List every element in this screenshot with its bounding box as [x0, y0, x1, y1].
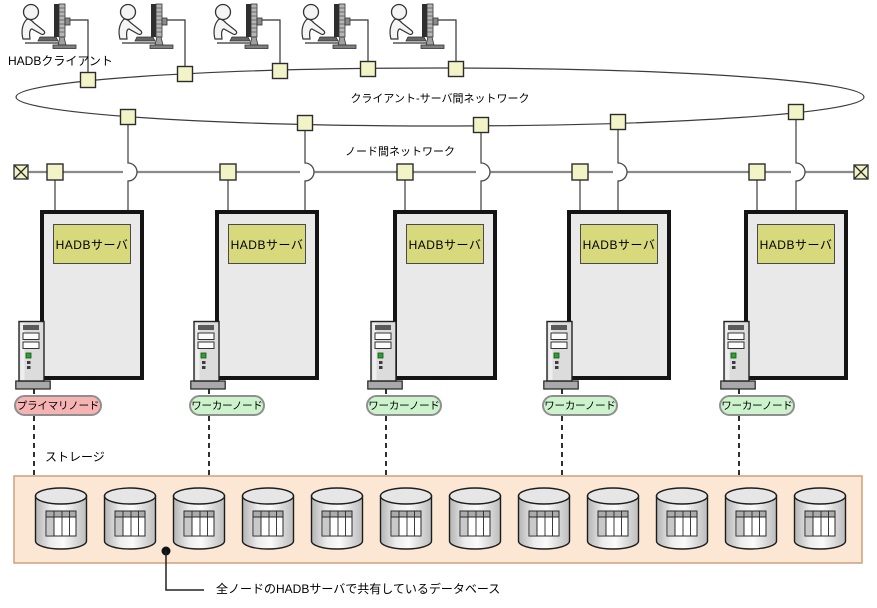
inter-node-network-label: ノード間ネットワーク	[345, 146, 455, 158]
storage-label: ストレージ	[45, 450, 105, 464]
hadb-client-label: HADBクライアント	[8, 54, 113, 68]
network-connector-square	[46, 163, 64, 181]
network-connector-square	[748, 163, 766, 181]
network-connector-square	[79, 71, 97, 89]
ellipse-to-server-line-hop	[795, 119, 806, 210]
network-connector-square	[571, 163, 589, 181]
inter-node-connector-squares	[46, 163, 766, 181]
network-terminators	[13, 164, 869, 180]
server-network-connector-squares	[119, 103, 805, 134]
ellipse-to-server-line-hop	[480, 132, 491, 210]
network-connector-square	[447, 60, 465, 78]
worker-node-badge: ワーカーノード	[542, 395, 618, 416]
network-connector-square	[296, 114, 314, 132]
server-label: HADBサーバ	[580, 224, 658, 264]
server-label: HADBサーバ	[757, 224, 835, 264]
network-connector-square	[787, 103, 805, 121]
server-box-worker: HADBサーバ	[215, 210, 319, 380]
client-network-connector-squares	[79, 60, 465, 89]
client-server-network-ellipse	[15, 67, 865, 127]
server-tower-icon	[543, 320, 579, 390]
server-tower-icon	[190, 320, 226, 390]
network-connector-square	[271, 62, 289, 80]
client-server-network-label: クライアント-サーバ間ネットワーク	[350, 93, 530, 105]
worker-node-badge: ワーカーノード	[189, 395, 265, 416]
network-connector-square	[219, 163, 237, 181]
network-connector-square	[119, 108, 137, 126]
server-box-worker: HADBサーバ	[567, 210, 671, 380]
primary-node-badge: プライマリノード	[14, 395, 102, 416]
network-connector-square	[359, 60, 377, 78]
shared-database-caption: 全ノードのHADBサーバで共有しているデータベース	[216, 582, 501, 596]
server-label: HADBサーバ	[228, 224, 306, 264]
worker-node-badge: ワーカーノード	[719, 395, 795, 416]
server-tower-icon	[720, 320, 756, 390]
server-box-primary: HADBサーバ	[40, 210, 144, 380]
node-network-to-server-lines	[54, 180, 758, 210]
server-box-worker: HADBサーバ	[744, 210, 848, 380]
server-label: HADBサーバ	[406, 224, 484, 264]
client-connection-lines	[70, 19, 457, 72]
network-connector-square	[472, 116, 490, 134]
ellipse-to-server-line-hop	[304, 130, 315, 210]
ellipse-to-server-line-hop	[127, 124, 138, 210]
network-connector-square	[396, 163, 414, 181]
caption-pointer-line	[165, 551, 204, 591]
ellipse-to-server-line-hop	[617, 129, 628, 210]
network-connector-square	[176, 65, 194, 83]
server-box-worker: HADBサーバ	[393, 210, 497, 380]
server-label: HADBサーバ	[53, 224, 131, 264]
server-tower-icon	[15, 320, 51, 390]
server-tower-icon	[367, 320, 403, 390]
worker-node-badge: ワーカーノード	[366, 395, 442, 416]
network-connector-square	[609, 113, 627, 131]
